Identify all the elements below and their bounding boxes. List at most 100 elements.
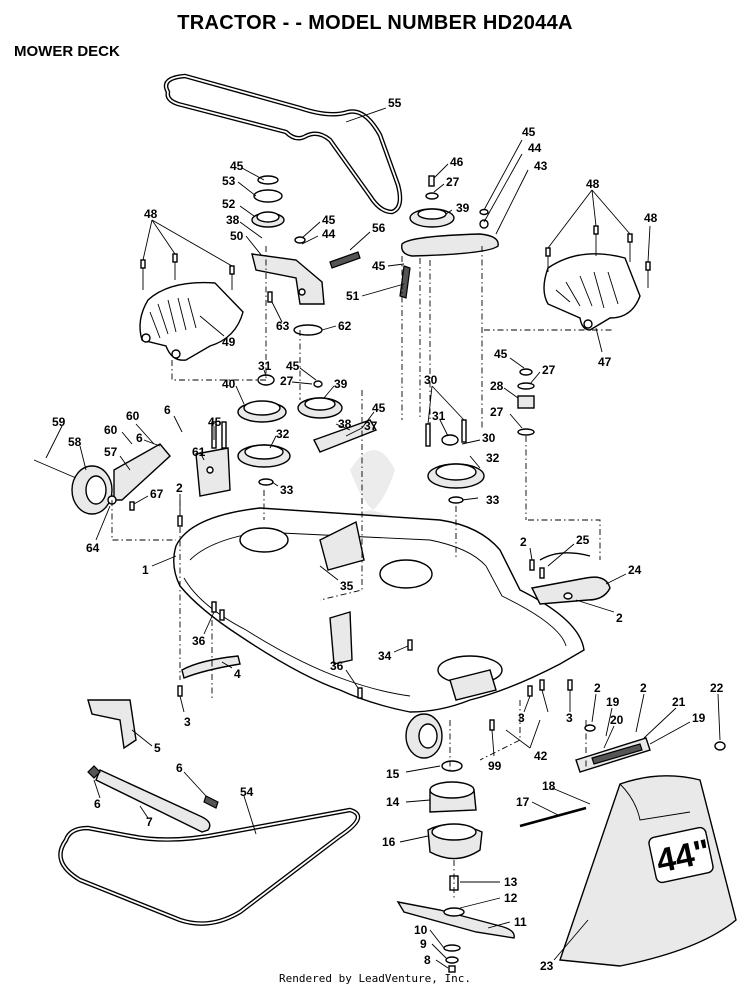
callout-38: 38 [338, 417, 352, 431]
callout-3: 3 [518, 711, 525, 725]
blade-11 [396, 901, 515, 973]
callout-28: 28 [490, 379, 504, 393]
belt-55 [163, 73, 403, 215]
callout-48: 48 [144, 207, 158, 221]
mower-deck-1 [173, 507, 585, 713]
callout-44: 44 [528, 141, 542, 155]
callout-47: 47 [598, 355, 612, 369]
callout-25: 25 [576, 533, 590, 547]
link-4 [181, 655, 241, 679]
callout-31: 31 [258, 359, 272, 373]
callout-33: 33 [486, 493, 500, 507]
callout-27: 27 [490, 405, 504, 419]
callout-53: 53 [222, 174, 236, 188]
callout-52: 52 [222, 197, 236, 211]
callout-17: 17 [516, 795, 530, 809]
callout-54: 54 [240, 785, 254, 799]
callout-8: 8 [424, 953, 431, 967]
callout-36: 36 [192, 634, 206, 648]
callout-12: 12 [504, 891, 518, 905]
callout-6: 6 [164, 403, 171, 417]
callout-31: 31 [432, 409, 446, 423]
callout-38: 38 [226, 213, 240, 227]
bracket-5 [87, 699, 137, 750]
callout-45: 45 [286, 359, 300, 373]
callout-39: 39 [334, 377, 348, 391]
callout-1: 1 [142, 563, 149, 577]
idler-assembly-upper [251, 175, 361, 336]
page-title: TRACTOR - - MODEL NUMBER HD2044A [177, 12, 573, 34]
callout-leaders [45, 107, 721, 969]
callout-2: 2 [616, 611, 623, 625]
callout-99: 99 [488, 759, 502, 773]
callout-45: 45 [230, 159, 244, 173]
bracket-61 [195, 421, 231, 497]
callout-33: 33 [280, 483, 294, 497]
screws-48-right [545, 225, 651, 288]
callout-16: 16 [382, 835, 396, 849]
callout-5: 5 [154, 741, 161, 755]
callout-30: 30 [482, 431, 496, 445]
callout-45: 45 [522, 125, 536, 139]
callout-6: 6 [136, 431, 143, 445]
section-title: MOWER DECK [14, 43, 120, 60]
deck-wheel [405, 713, 443, 759]
callout-32: 32 [276, 427, 290, 441]
callout-20: 20 [610, 713, 624, 727]
callout-14: 14 [386, 795, 400, 809]
callout-19: 19 [606, 695, 620, 709]
callout-18: 18 [542, 779, 556, 793]
callout-32: 32 [486, 451, 500, 465]
callout-3: 3 [184, 715, 191, 729]
callout-55: 55 [388, 96, 402, 110]
callout-67: 67 [150, 487, 164, 501]
rod-17 [519, 806, 587, 828]
gauge-wheel-58 [33, 443, 171, 515]
callout-27: 27 [446, 175, 460, 189]
callout-6: 6 [176, 761, 183, 775]
callout-60: 60 [126, 409, 140, 423]
callout-45: 45 [322, 213, 336, 227]
callout-63: 63 [276, 319, 290, 333]
callout-50: 50 [230, 229, 244, 243]
callout-13: 13 [504, 875, 518, 889]
callout-57: 57 [104, 445, 118, 459]
callout-10: 10 [414, 923, 428, 937]
callout-64: 64 [86, 541, 100, 555]
callout-40: 40 [222, 377, 236, 391]
belt-cover-49 [139, 281, 244, 361]
callout-45: 45 [372, 401, 386, 415]
callout-19: 19 [692, 711, 706, 725]
callout-59: 59 [52, 415, 66, 429]
callout-44: 44 [322, 227, 336, 241]
callout-45: 45 [494, 347, 508, 361]
callout-62: 62 [338, 319, 352, 333]
callout-3: 3 [566, 711, 573, 725]
callout-6: 6 [94, 797, 101, 811]
callout-61: 61 [192, 445, 206, 459]
callout-9: 9 [420, 937, 427, 951]
callout-43: 43 [534, 159, 548, 173]
pulley-left-40-32 [237, 374, 291, 486]
callout-48: 48 [644, 211, 658, 225]
callout-45: 45 [208, 415, 222, 429]
spacer-28 [517, 368, 535, 436]
callout-27: 27 [280, 374, 294, 388]
callout-2: 2 [176, 481, 183, 495]
callout-51: 51 [346, 289, 360, 303]
callout-11: 11 [514, 915, 527, 929]
callout-4: 4 [234, 667, 241, 681]
callout-48: 48 [586, 177, 600, 191]
pulley-right-32 [425, 419, 485, 504]
callout-39: 39 [456, 201, 470, 215]
callout-49: 49 [222, 335, 236, 349]
hinge-rod-20 [575, 724, 726, 773]
spindle-assembly [427, 760, 483, 891]
pulley-center-39 [297, 380, 378, 453]
footer-credit: Rendered by LeadVenture, Inc. [278, 972, 472, 985]
discharge-chute-23: 44" [559, 775, 737, 967]
callout-21: 21 [672, 695, 686, 709]
callout-37: 37 [364, 419, 378, 433]
idler-arm-43 [399, 175, 499, 299]
